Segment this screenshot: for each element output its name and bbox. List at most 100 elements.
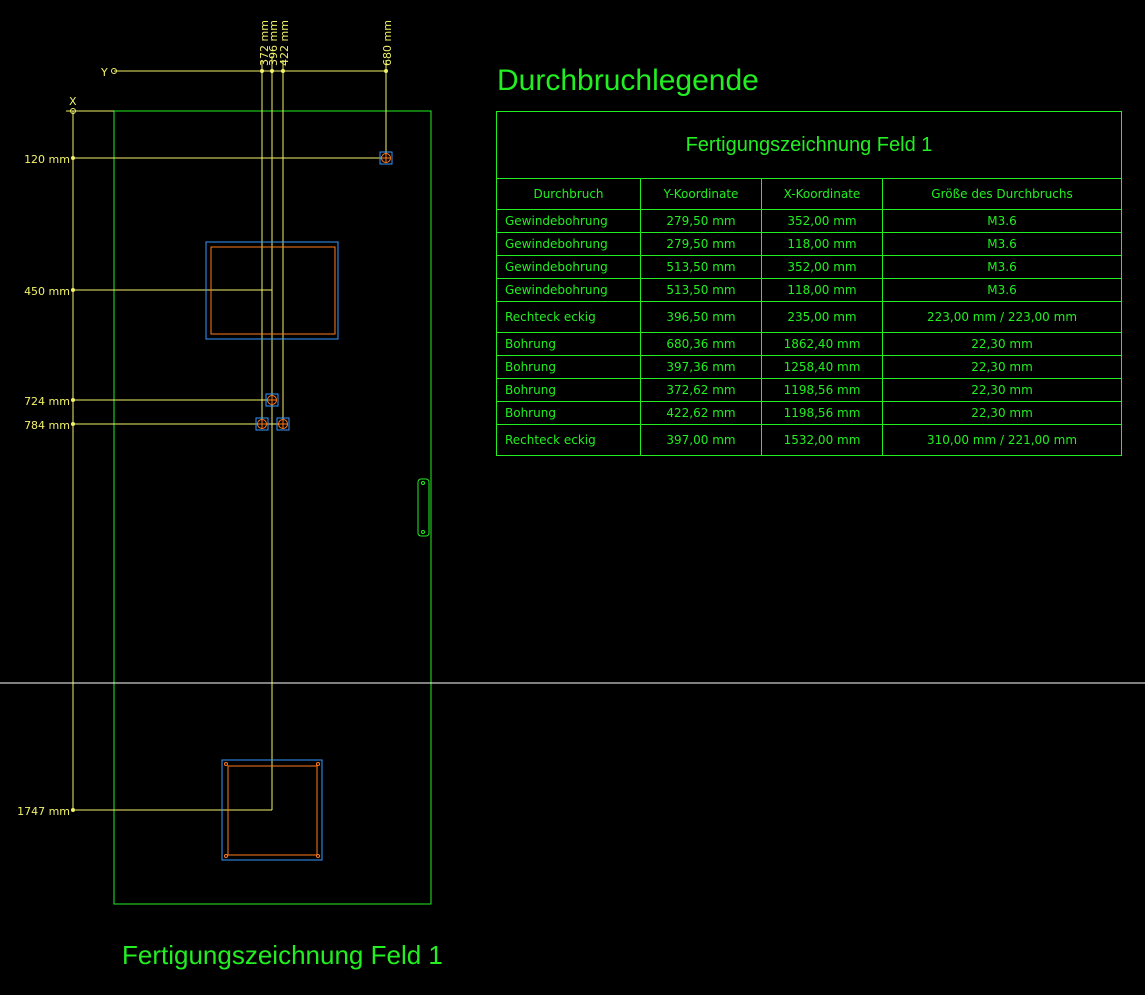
- cell-y: 397,36 mm: [640, 355, 762, 379]
- tick-784: [71, 422, 75, 426]
- cell-x: 1862,40 mm: [761, 332, 883, 356]
- cell-type: Rechteck eckig: [496, 424, 641, 456]
- cell-type: Gewindebohrung: [496, 232, 641, 256]
- legend-table: Fertigungszeichnung Feld 1 Durchbruch Y-…: [496, 111, 1122, 456]
- cell-size: 22,30 mm: [882, 332, 1122, 356]
- cell-y: 513,50 mm: [640, 278, 762, 302]
- left-dim-label: 784 mm: [24, 419, 70, 432]
- drill-hole-frame: [255, 417, 269, 431]
- cell-x: 118,00 mm: [761, 232, 883, 256]
- left-dim-label: 450 mm: [24, 285, 70, 298]
- column-header-y: Y-Koordinate: [640, 178, 762, 210]
- legend-heading: Durchbruchlegende: [497, 64, 759, 97]
- top-dim-label: 372 mm: [258, 20, 271, 66]
- y-origin-marker: [111, 68, 117, 74]
- top-dim-label: 422 mm: [278, 20, 291, 66]
- rect-cutout-upper: [205, 241, 339, 340]
- tick-450: [71, 288, 75, 292]
- drill-hole-frame: [265, 393, 279, 407]
- cell-x: 1532,00 mm: [761, 424, 883, 456]
- cell-y: 279,50 mm: [640, 209, 762, 233]
- cell-type: Gewindebohrung: [496, 278, 641, 302]
- handle-screw-top: [421, 481, 425, 485]
- cell-type: Bohrung: [496, 378, 641, 402]
- axis-y-label: Y: [100, 66, 108, 79]
- cell-size: M3.6: [882, 232, 1122, 256]
- column-header-size: Größe des Durchbruchs: [882, 178, 1122, 210]
- panel-handle: [417, 478, 430, 537]
- table-row: Bohrung 422,62 mm 1198,56 mm 22,30 mm: [496, 401, 1122, 425]
- cell-x: 352,00 mm: [761, 209, 883, 233]
- table-row: Gewindebohrung 279,50 mm 352,00 mm M3.6: [496, 209, 1122, 233]
- cell-size: 22,30 mm: [882, 401, 1122, 425]
- cell-y: 422,62 mm: [640, 401, 762, 425]
- cell-y: 680,36 mm: [640, 332, 762, 356]
- table-row: Bohrung 372,62 mm 1198,56 mm 22,30 mm: [496, 378, 1122, 402]
- drill-hole: [255, 417, 269, 431]
- cell-x: 235,00 mm: [761, 301, 883, 333]
- drill-hole-frame: [276, 417, 290, 431]
- rect-cutout-upper-outer: [205, 241, 339, 340]
- cell-size: M3.6: [882, 255, 1122, 279]
- cell-type: Bohrung: [496, 332, 641, 356]
- table-row: Gewindebohrung 279,50 mm 118,00 mm M3.6: [496, 232, 1122, 256]
- table-row: Bohrung 680,36 mm 1862,40 mm 22,30 mm: [496, 332, 1122, 356]
- cell-y: 372,62 mm: [640, 378, 762, 402]
- rect-cutout-lower-outer: [221, 759, 323, 861]
- cell-x: 1258,40 mm: [761, 355, 883, 379]
- axis-x-label: X: [69, 95, 77, 108]
- tick-372: [260, 69, 264, 73]
- tick-120: [71, 156, 75, 160]
- cell-type: Bohrung: [496, 401, 641, 425]
- left-dim-label: 120 mm: [24, 153, 70, 166]
- cell-size: 22,30 mm: [882, 355, 1122, 379]
- column-header-x: X-Koordinate: [761, 178, 883, 210]
- cell-type: Bohrung: [496, 355, 641, 379]
- drill-hole-frame: [379, 151, 393, 165]
- tick-680: [384, 69, 388, 73]
- cell-size: 223,00 mm / 223,00 mm: [882, 301, 1122, 333]
- table-row: Rechteck eckig 397,00 mm 1532,00 mm 310,…: [496, 424, 1122, 456]
- drill-hole: [276, 417, 290, 431]
- cell-size: 22,30 mm: [882, 378, 1122, 402]
- top-dim-label: 396 mm: [267, 20, 280, 66]
- cell-type: Rechteck eckig: [496, 301, 641, 333]
- tick-422: [281, 69, 285, 73]
- table-row: Gewindebohrung 513,50 mm 352,00 mm M3.6: [496, 255, 1122, 279]
- cell-x: 118,00 mm: [761, 278, 883, 302]
- column-header-durchbruch: Durchbruch: [496, 178, 641, 210]
- rect-cutout-lower: [221, 759, 323, 861]
- cell-size: 310,00 mm / 221,00 mm: [882, 424, 1122, 456]
- top-dim-label: 680 mm: [381, 20, 394, 66]
- table-row: Rechteck eckig 396,50 mm 235,00 mm 223,0…: [496, 301, 1122, 333]
- tick-396: [270, 69, 274, 73]
- thread-hole: [316, 762, 320, 766]
- legend-caption: Fertigungszeichnung Feld 1: [496, 111, 1122, 179]
- cell-x: 1198,56 mm: [761, 378, 883, 402]
- cell-x: 1198,56 mm: [761, 401, 883, 425]
- thread-hole: [224, 854, 228, 858]
- table-row: Bohrung 397,36 mm 1258,40 mm 22,30 mm: [496, 355, 1122, 379]
- rect-cutout-lower-inner: [227, 765, 318, 856]
- left-dim-label: 724 mm: [24, 395, 70, 408]
- handle-screw-bottom: [421, 530, 425, 534]
- cell-type: Gewindebohrung: [496, 209, 641, 233]
- cell-type: Gewindebohrung: [496, 255, 641, 279]
- rect-cutout-upper-inner: [210, 246, 336, 335]
- drawing-title: Fertigungszeichnung Feld 1: [122, 940, 443, 970]
- drill-hole: [379, 151, 393, 165]
- thread-hole: [224, 762, 228, 766]
- table-row: Gewindebohrung 513,50 mm 118,00 mm M3.6: [496, 278, 1122, 302]
- cell-y: 279,50 mm: [640, 232, 762, 256]
- cell-y: 397,00 mm: [640, 424, 762, 456]
- cell-size: M3.6: [882, 278, 1122, 302]
- cell-y: 396,50 mm: [640, 301, 762, 333]
- tick-724: [71, 398, 75, 402]
- left-dim-label: 1747 mm: [17, 805, 70, 818]
- cell-x: 352,00 mm: [761, 255, 883, 279]
- thread-hole: [316, 854, 320, 858]
- cell-y: 513,50 mm: [640, 255, 762, 279]
- cell-size: M3.6: [882, 209, 1122, 233]
- tick-1747: [71, 808, 75, 812]
